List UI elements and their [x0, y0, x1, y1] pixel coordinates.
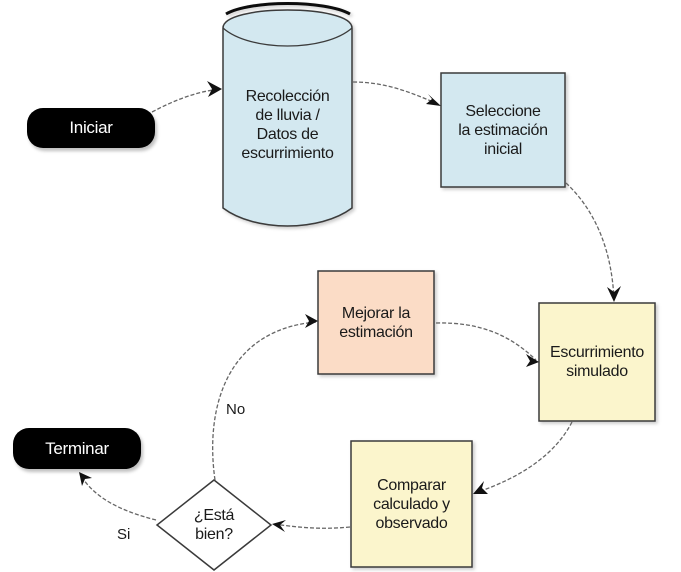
select-box-shape: [440, 72, 566, 188]
decision-label: ¿Está bien?: [193, 507, 235, 543]
end-label: Terminar: [45, 438, 109, 458]
arrowhead-collect: [207, 81, 222, 97]
compare-box-shape: [350, 440, 473, 568]
edge-label-si: Si: [117, 526, 131, 543]
arrowhead-simulated: [607, 286, 621, 302]
compare-label: Comparar calculado y observado: [373, 476, 450, 532]
edge-label-no: No: [226, 401, 246, 418]
start-label: Iniciar: [69, 118, 113, 137]
edge-improve-simulated: [435, 322, 537, 361]
collect-label: Recolección de lluvia / Datos de escurri…: [241, 88, 334, 162]
edge-collect-select: [352, 81, 439, 105]
end-terminal: Terminar: [13, 428, 141, 469]
arrowhead-decision: [272, 520, 286, 532]
edge-decision-end: [79, 473, 157, 521]
arrowhead-improve: [305, 314, 318, 328]
edge-start-collect: [151, 88, 221, 113]
arrowhead-end: [79, 472, 92, 486]
improve-box-shape: [317, 270, 435, 375]
edge-select-simulated: [565, 182, 615, 301]
start-terminal: Iniciar: [27, 108, 155, 148]
decision-diamond-shape: [155, 479, 273, 571]
arrowhead-compare: [473, 481, 488, 494]
arrowhead-select: [426, 94, 441, 106]
select-label: Seleccione la estimación inicial: [458, 102, 548, 158]
improve-label: Mejorar la estimación: [339, 304, 413, 341]
arrowhead-simulated-left: [526, 354, 539, 367]
simulated-box-shape: [538, 302, 656, 422]
edge-simulated-compare: [474, 421, 573, 494]
cylinder-collect-shape: [222, 2, 353, 227]
simulated-label: Escurrimiento simulado: [550, 344, 644, 380]
edge-decision-improve: [212, 321, 317, 481]
edge-compare-decision: [273, 523, 351, 529]
